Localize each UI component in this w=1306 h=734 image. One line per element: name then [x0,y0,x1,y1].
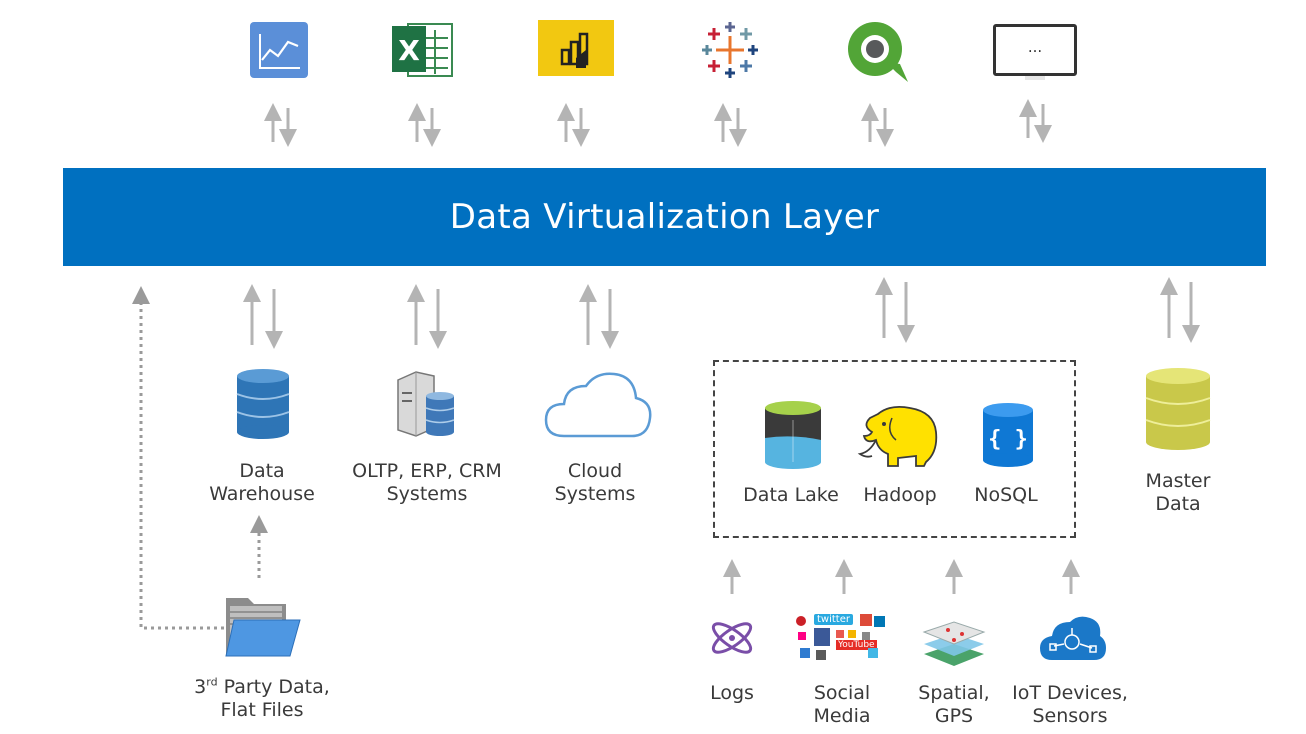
qlik-icon [848,22,908,82]
monitor-stand [1025,76,1045,80]
iot-label: IoT Devices, Sensors [1012,682,1128,727]
hadoop-elephant-icon [857,405,938,467]
spatial-label: Spatial, GPS [918,682,990,727]
social-media-label: Social Media [813,682,871,727]
big-data-group [713,360,1076,538]
flickr-icon [798,632,806,640]
folder-icon [225,598,301,657]
data-lake-label: Data Lake [743,484,839,506]
master-data-label: Master Data [1145,470,1211,515]
facebook-icon [814,628,830,646]
nosql-label: NoSQL [974,484,1038,506]
svg-text:{ }: { } [988,427,1028,452]
pinterest-icon [796,616,806,626]
linkedin-icon [874,616,885,627]
instagram-icon [836,630,844,638]
social-misc-icon [862,632,870,640]
third-party-label: 3rd Party Data, Flat Files [194,675,330,721]
logs-label: Logs [710,682,754,704]
iot-cloud-icon [1040,616,1106,660]
vimeo-icon [868,648,878,658]
logs-icon [711,622,753,654]
spatial-map-icon [922,621,986,666]
line-chart-icon [250,22,308,78]
data-warehouse-icon [236,369,290,439]
social-misc-icon [816,650,826,660]
monitor-more-dots: ... [1027,38,1043,56]
google-plus-icon [860,614,872,626]
hadoop-label: Hadoop [863,484,937,506]
nosql-icon: { } [983,403,1033,467]
youtube-icon: YouTube [836,640,877,650]
svg-text:X: X [398,34,420,67]
power-bi-icon [538,20,614,76]
master-data-icon [1145,368,1211,450]
tableau-icon [702,22,758,78]
data-virtualization-layer: Data Virtualization Layer [63,168,1266,266]
twitter-icon: twitter [814,614,853,625]
social-media-icon: twitter YouTube [796,614,886,662]
server-database-icon [397,371,455,437]
data-warehouse-label: Data Warehouse [209,460,315,505]
social-misc-icon [800,648,810,658]
monitor-more-icon: ... [993,24,1077,76]
data-lake-icon [765,401,821,469]
rss-icon [848,630,856,638]
cloud-icon [544,372,652,438]
oltp-label: OLTP, ERP, CRM Systems [352,460,502,505]
layer-title: Data Virtualization Layer [449,197,880,237]
excel-icon: X [392,23,453,77]
cloud-label: Cloud Systems [554,460,636,505]
